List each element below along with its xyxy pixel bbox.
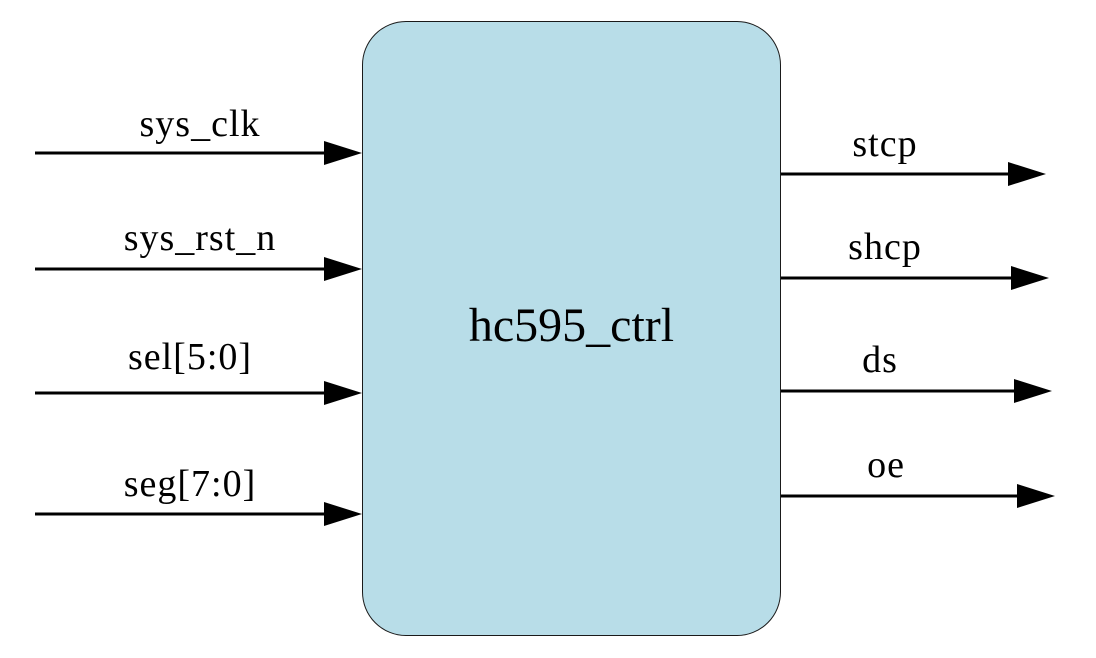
input-arrow-sys-clk — [35, 141, 362, 165]
output-arrow-stcp — [781, 162, 1046, 186]
output-label-oe: oe — [867, 444, 905, 486]
output-label-ds: ds — [862, 339, 898, 381]
input-arrow-sys-rst-n — [35, 257, 362, 281]
input-label-sys-clk: sys_clk — [139, 103, 261, 145]
output-label-stcp: stcp — [852, 123, 918, 165]
output-arrow-shcp — [781, 266, 1049, 290]
output-arrow-ds — [781, 379, 1052, 403]
output-label-shcp: shcp — [848, 226, 922, 268]
input-arrow-seg — [35, 502, 362, 526]
module-block — [362, 21, 781, 636]
input-arrow-sel — [35, 381, 362, 405]
input-label-sel: sel[5:0] — [127, 336, 253, 378]
input-label-seg: seg[7:0] — [123, 463, 257, 505]
module-name: hc595_ctrl — [468, 299, 675, 352]
output-arrow-oe — [781, 484, 1055, 508]
input-label-sys-rst-n: sys_rst_n — [123, 217, 277, 259]
